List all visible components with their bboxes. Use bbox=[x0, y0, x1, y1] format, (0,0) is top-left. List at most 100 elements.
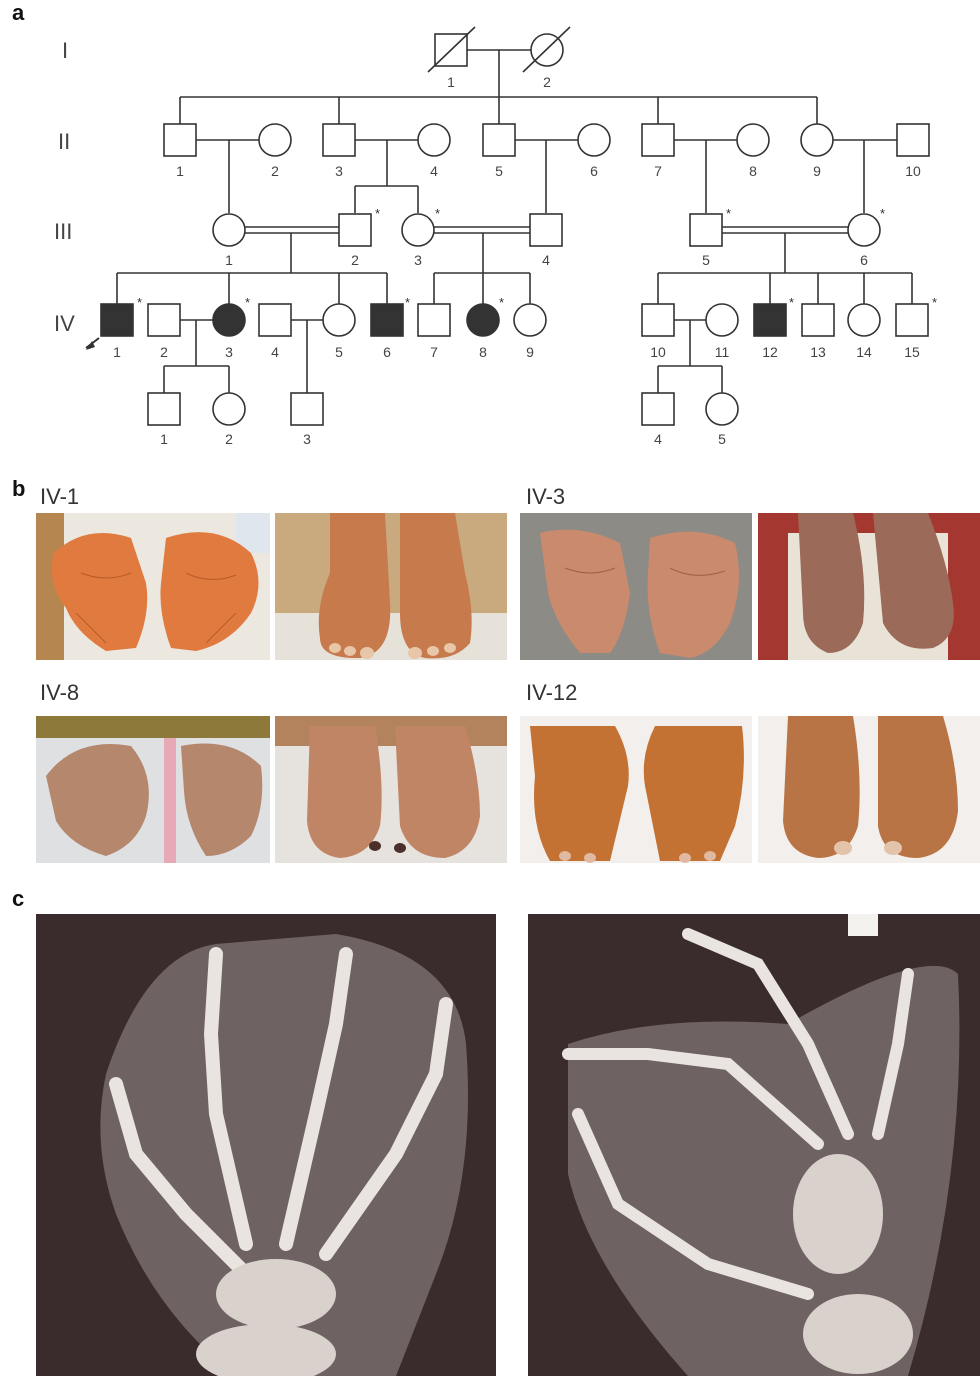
individual-IV-4 bbox=[259, 304, 291, 336]
label-II-10: 10 bbox=[905, 163, 921, 179]
label-II-7: 7 bbox=[654, 163, 662, 179]
individual-IV-7 bbox=[418, 304, 450, 336]
label-V-2: 2 bbox=[225, 431, 233, 447]
label-IV-9: 9 bbox=[526, 344, 534, 360]
individual-II-5 bbox=[483, 124, 515, 156]
label-IV-8: 8 bbox=[479, 344, 487, 360]
individual-IV-9 bbox=[514, 304, 546, 336]
proband-arrow-icon bbox=[86, 338, 99, 350]
individual-IV-12-affected bbox=[754, 304, 786, 336]
asterisk-IV-3: * bbox=[245, 295, 250, 310]
label-V-3: 3 bbox=[303, 431, 311, 447]
individual-V-4 bbox=[642, 393, 674, 425]
generation-label-III: III bbox=[54, 219, 72, 244]
label-IV-6: 6 bbox=[383, 344, 391, 360]
individual-III-5 bbox=[690, 214, 722, 246]
label-IV-13: 13 bbox=[810, 344, 826, 360]
label-III-3: 3 bbox=[414, 252, 422, 268]
panel-letter-b: b bbox=[12, 476, 25, 502]
label-II-3: 3 bbox=[335, 163, 343, 179]
individual-IV-10 bbox=[642, 304, 674, 336]
label-IV-15: 15 bbox=[904, 344, 920, 360]
label-III-4: 4 bbox=[542, 252, 550, 268]
generation-label-IV: IV bbox=[54, 311, 75, 336]
photo-iv-1-feet bbox=[275, 513, 507, 660]
photo-label-iv-8: IV-8 bbox=[40, 680, 79, 706]
individual-III-1 bbox=[213, 214, 245, 246]
photo-iv-3-hands bbox=[520, 513, 752, 660]
asterisk-IV-15: * bbox=[932, 295, 937, 310]
individual-V-2 bbox=[213, 393, 245, 425]
label-V-5: 5 bbox=[718, 431, 726, 447]
label-III-5: 5 bbox=[702, 252, 710, 268]
individual-II-10 bbox=[897, 124, 929, 156]
label-II-1: 1 bbox=[176, 163, 184, 179]
label-II-4: 4 bbox=[430, 163, 438, 179]
asterisk-III-6: * bbox=[880, 206, 885, 221]
label-IV-10: 10 bbox=[650, 344, 666, 360]
label-III-6: 6 bbox=[860, 252, 868, 268]
label-IV-2: 2 bbox=[160, 344, 168, 360]
individual-IV-15 bbox=[896, 304, 928, 336]
photo-iv-1-hands bbox=[36, 513, 270, 660]
individual-II-7 bbox=[642, 124, 674, 156]
individual-IV-2 bbox=[148, 304, 180, 336]
label-II-2: 2 bbox=[271, 163, 279, 179]
pedigree-chart: I II III IV 1 2 1 2 3 4 5 6 7 8 9 10 1 2… bbox=[0, 0, 980, 470]
individual-V-3 bbox=[291, 393, 323, 425]
individual-IV-5 bbox=[323, 304, 355, 336]
label-II-9: 9 bbox=[813, 163, 821, 179]
panel-letter-c: c bbox=[12, 886, 24, 912]
individual-III-6 bbox=[848, 214, 880, 246]
label-IV-14: 14 bbox=[856, 344, 872, 360]
label-IV-7: 7 bbox=[430, 344, 438, 360]
individual-IV-8-affected bbox=[467, 304, 499, 336]
label-IV-12: 12 bbox=[762, 344, 778, 360]
individual-III-2 bbox=[339, 214, 371, 246]
generation-label-II: II bbox=[58, 129, 70, 154]
asterisk-IV-12: * bbox=[789, 295, 794, 310]
individual-IV-3-affected bbox=[213, 304, 245, 336]
label-IV-1: 1 bbox=[113, 344, 121, 360]
individual-III-4 bbox=[530, 214, 562, 246]
individual-IV-6-affected bbox=[371, 304, 403, 336]
photo-iv-12-hands bbox=[520, 716, 752, 863]
photo-label-iv-12: IV-12 bbox=[526, 680, 577, 706]
asterisk-III-2: * bbox=[375, 206, 380, 221]
asterisk-IV-6: * bbox=[405, 295, 410, 310]
asterisk-III-3: * bbox=[435, 206, 440, 221]
individual-V-5 bbox=[706, 393, 738, 425]
individual-II-9 bbox=[801, 124, 833, 156]
asterisk-IV-8: * bbox=[499, 295, 504, 310]
individual-V-1 bbox=[148, 393, 180, 425]
generation-label-I: I bbox=[62, 38, 68, 63]
photo-iv-8-hands bbox=[36, 716, 270, 863]
label-V-1: 1 bbox=[160, 431, 168, 447]
photo-iv-12-feet bbox=[758, 716, 980, 863]
individual-II-3 bbox=[323, 124, 355, 156]
asterisk-IV-1: * bbox=[137, 295, 142, 310]
individual-IV-14 bbox=[848, 304, 880, 336]
individual-II-8 bbox=[737, 124, 769, 156]
label-V-4: 4 bbox=[654, 431, 662, 447]
label-IV-11: 11 bbox=[715, 344, 730, 360]
individual-II-6 bbox=[578, 124, 610, 156]
xray-hand-left bbox=[36, 914, 496, 1376]
label-III-2: 2 bbox=[351, 252, 359, 268]
asterisk-III-5: * bbox=[726, 206, 731, 221]
label-I-2: 2 bbox=[543, 74, 551, 90]
label-IV-5: 5 bbox=[335, 344, 343, 360]
label-IV-4: 4 bbox=[271, 344, 279, 360]
label-III-1: 1 bbox=[225, 252, 233, 268]
label-IV-3: 3 bbox=[225, 344, 233, 360]
photo-iv-3-feet bbox=[758, 513, 980, 660]
photo-iv-8-feet bbox=[275, 716, 507, 863]
individual-IV-13 bbox=[802, 304, 834, 336]
individual-II-2 bbox=[259, 124, 291, 156]
individual-II-4 bbox=[418, 124, 450, 156]
individual-III-3 bbox=[402, 214, 434, 246]
photo-label-iv-1: IV-1 bbox=[40, 484, 79, 510]
label-II-5: 5 bbox=[495, 163, 503, 179]
individual-II-1 bbox=[164, 124, 196, 156]
label-I-1: 1 bbox=[447, 74, 455, 90]
